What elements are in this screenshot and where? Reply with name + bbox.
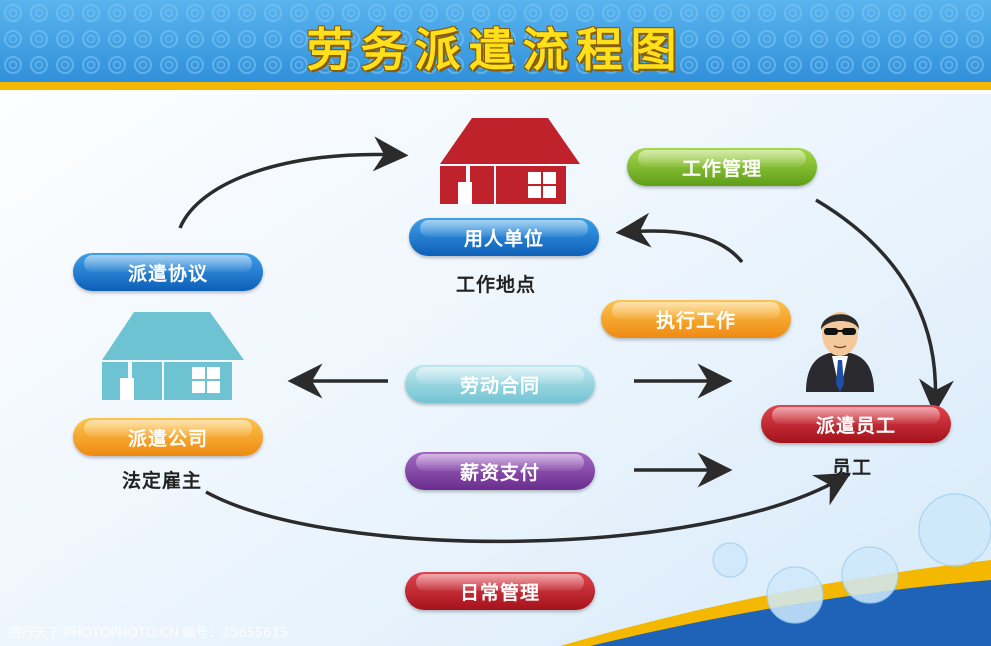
relation-work-management[interactable]: 工作管理 (627, 148, 817, 186)
arrow-agency-to-employee-daily (205, 472, 852, 544)
gold-stripe (0, 82, 991, 90)
node-employee-label: 派遣员工 (815, 414, 896, 437)
node-employer-label: 用人单位 (463, 227, 544, 250)
agency-house-icon (102, 312, 244, 400)
relation-perform-work[interactable]: 执行工作 (601, 300, 791, 338)
node-employer[interactable]: 用人单位 (409, 218, 599, 256)
node-agency-sub: 法定雇主 (122, 470, 203, 492)
node-employee-sub: 员工 (832, 457, 873, 479)
employee-person-icon (806, 312, 874, 392)
arrow-management-to-employee (815, 198, 954, 415)
watermark-text: 图行天下 PHOTOPHOTO.CN 编号：25855615 (8, 626, 288, 641)
node-agency-label: 派遣公司 (127, 427, 208, 450)
relation-salary-payment[interactable]: 薪资支付 (405, 452, 595, 490)
node-agency[interactable]: 派遣公司 (73, 418, 263, 456)
relation-labor-contract-label: 劳动合同 (459, 374, 540, 397)
node-employer-sub: 工作地点 (456, 274, 537, 296)
page-title: 劳务派遣流程图 (306, 23, 685, 77)
relation-work-management-label: 工作管理 (681, 157, 762, 180)
relation-daily-management-label: 日常管理 (459, 581, 540, 604)
arrow-agency-to-employer (178, 136, 409, 229)
relation-dispatch-agreement-label: 派遣协议 (127, 262, 208, 285)
relation-salary-payment-label: 薪资支付 (459, 461, 540, 484)
relation-labor-contract[interactable]: 劳动合同 (405, 365, 595, 403)
relation-perform-work-label: 执行工作 (655, 309, 736, 332)
decorative-bubbles (712, 493, 991, 624)
arrow-work-to-employer (615, 212, 744, 264)
relation-dispatch-agreement[interactable]: 派遣协议 (73, 253, 263, 291)
node-employee[interactable]: 派遣员工 (761, 405, 951, 443)
flow-arrows (178, 136, 954, 544)
employer-house-icon (440, 118, 580, 204)
relation-daily-management[interactable]: 日常管理 (405, 572, 595, 610)
